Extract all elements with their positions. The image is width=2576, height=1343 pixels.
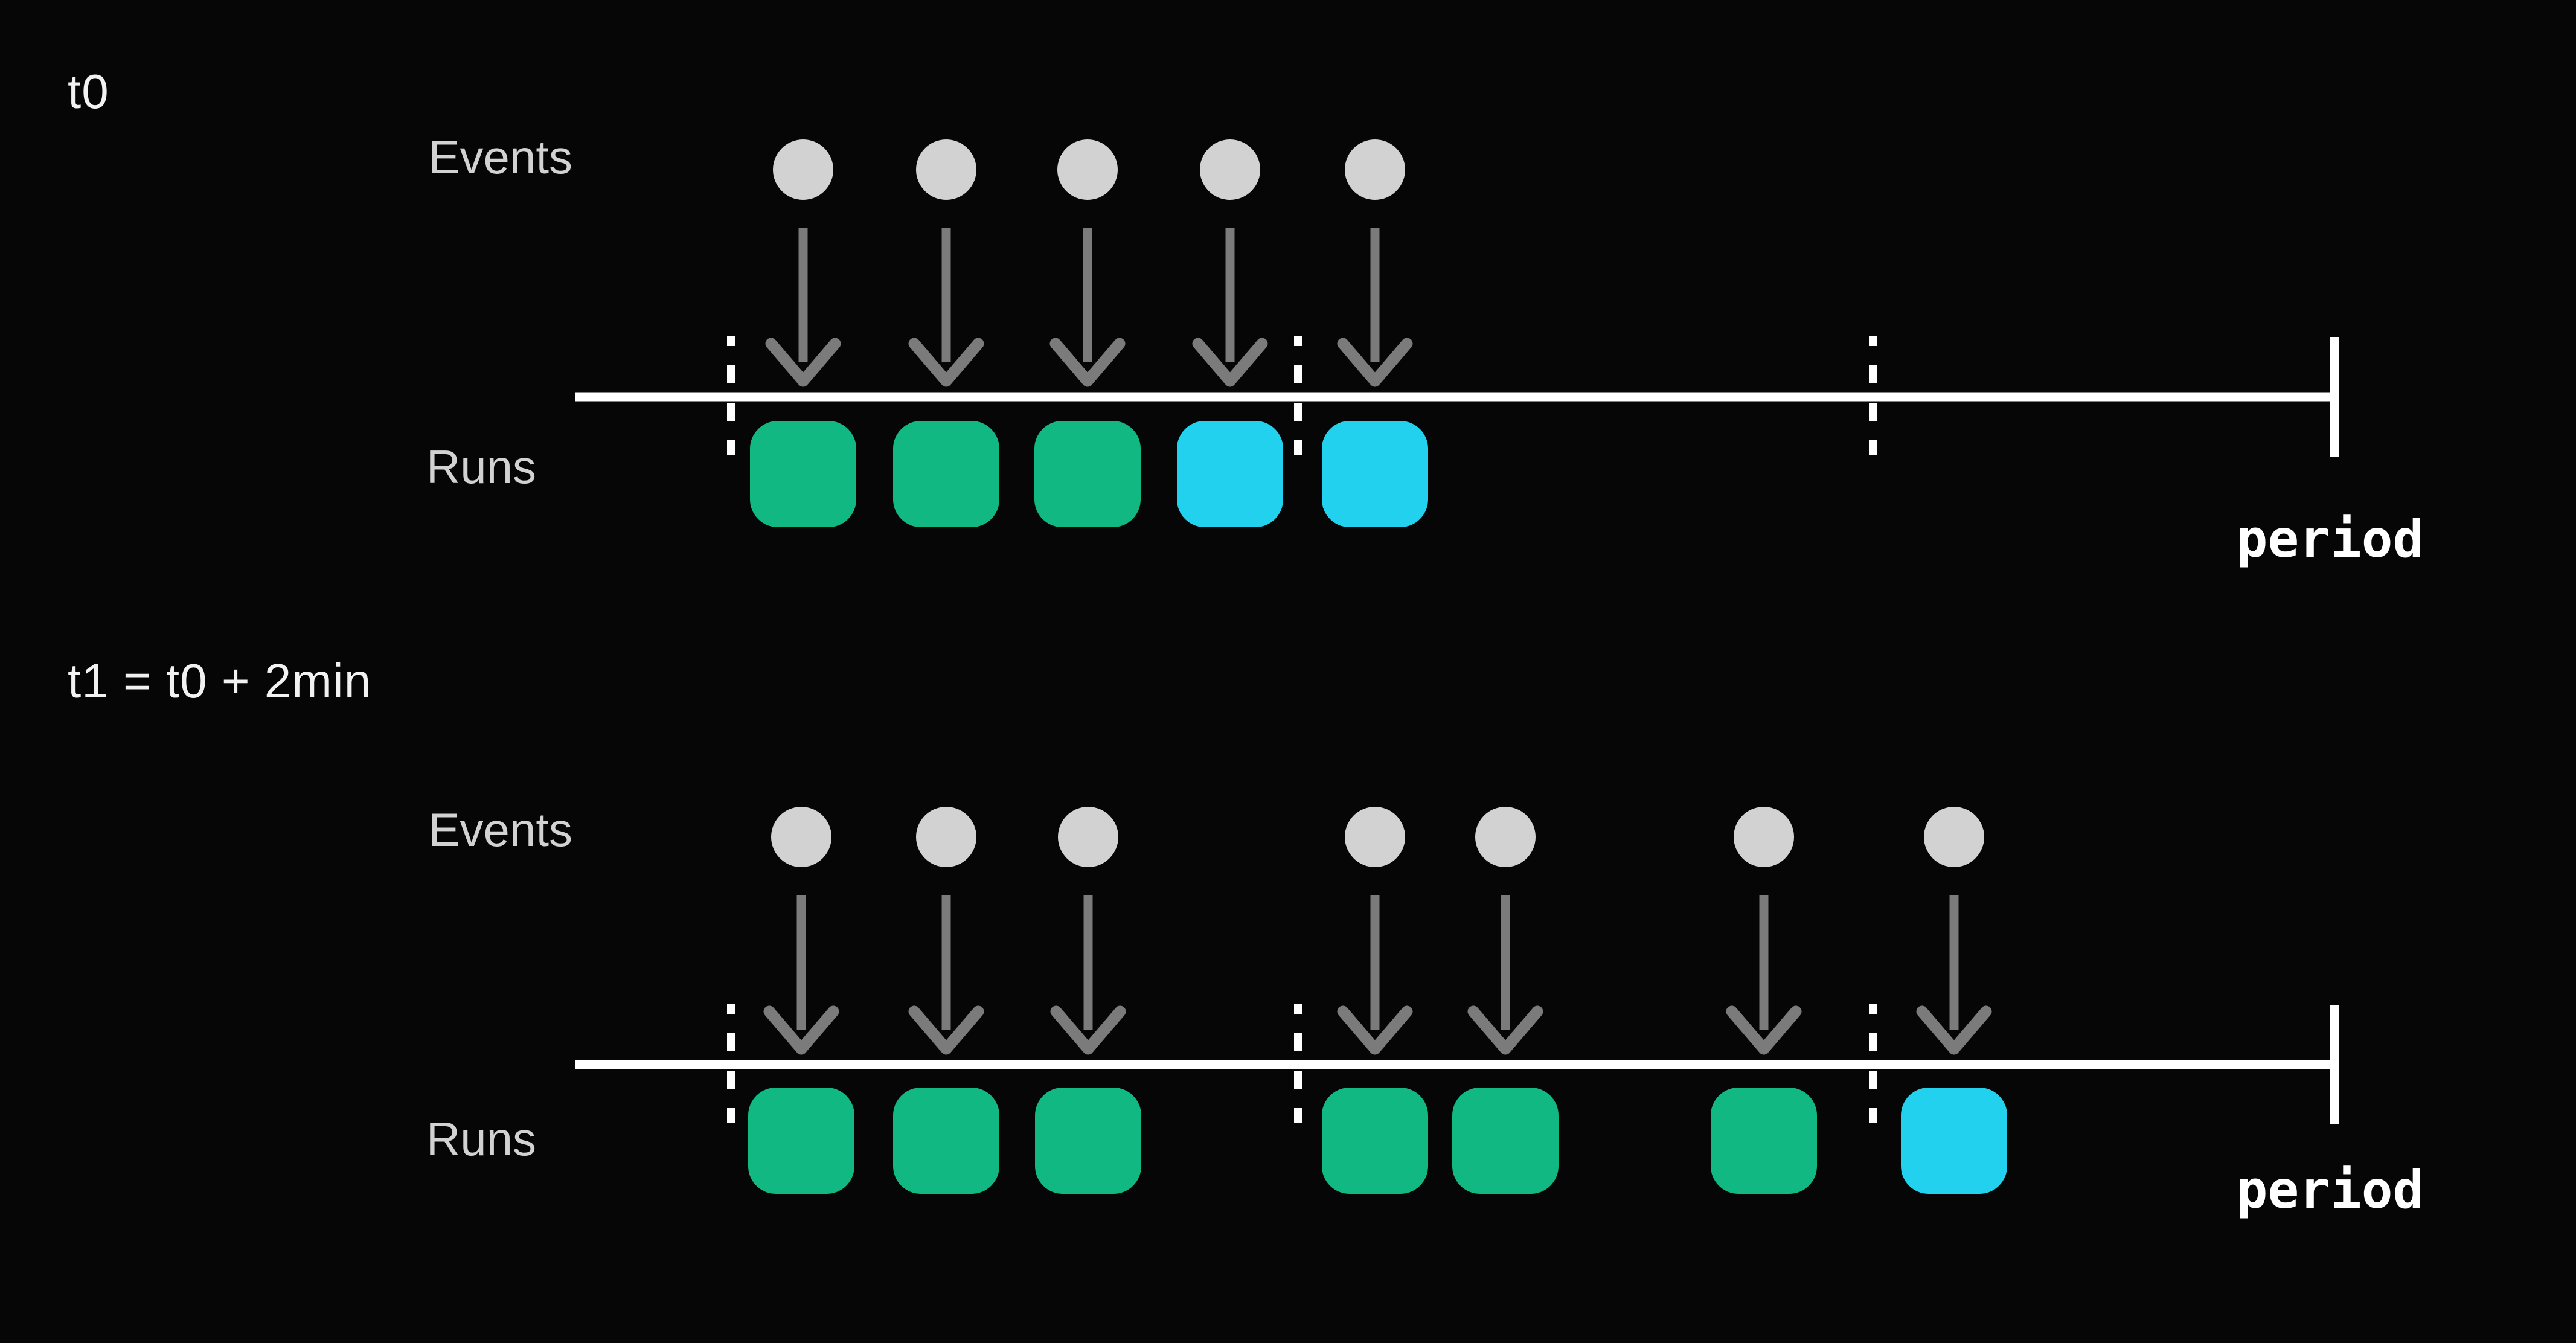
event-arrow xyxy=(908,895,984,1055)
section-title: t0 xyxy=(68,65,109,118)
timeline-section xyxy=(575,807,2339,1194)
event-arrow xyxy=(1467,895,1543,1055)
runs-row-label: Runs xyxy=(426,1112,536,1165)
run-box xyxy=(1322,421,1428,527)
run-box xyxy=(1322,1088,1428,1194)
event-arrow xyxy=(1337,895,1413,1055)
run-box xyxy=(893,1088,999,1194)
event-arrow xyxy=(908,228,984,387)
events-row-label: Events xyxy=(428,130,572,184)
event-dot xyxy=(1200,139,1260,200)
event-dot xyxy=(771,807,831,867)
period-label: period xyxy=(2236,1160,2424,1220)
event-arrow xyxy=(1916,895,1992,1055)
event-arrow xyxy=(1050,895,1126,1055)
event-arrow xyxy=(765,228,841,387)
section-title: t1 = t0 + 2min xyxy=(68,654,372,708)
event-arrow xyxy=(1726,895,1802,1055)
event-dot xyxy=(773,139,833,200)
event-dot xyxy=(1058,807,1118,867)
run-box xyxy=(1711,1088,1817,1194)
event-arrow xyxy=(1337,228,1413,387)
event-dot xyxy=(1924,807,1984,867)
run-box xyxy=(1452,1088,1559,1194)
event-arrow xyxy=(1049,228,1126,387)
run-box xyxy=(1177,421,1283,527)
events-row-label: Events xyxy=(428,803,572,856)
run-box xyxy=(1035,1088,1141,1194)
event-dot xyxy=(1345,807,1405,867)
event-dot xyxy=(916,807,976,867)
run-box xyxy=(748,1088,854,1194)
run-box xyxy=(1034,421,1141,527)
event-dot xyxy=(1345,139,1405,200)
run-box xyxy=(750,421,856,527)
event-dot xyxy=(1734,807,1794,867)
event-arrow xyxy=(1192,228,1268,387)
event-arrow xyxy=(763,895,839,1055)
runs-row-label: Runs xyxy=(426,440,536,493)
event-dot xyxy=(1057,139,1118,200)
run-box xyxy=(1901,1088,2007,1194)
event-dot xyxy=(916,139,976,200)
event-dot xyxy=(1475,807,1536,867)
run-box xyxy=(893,421,999,527)
period-label: period xyxy=(2236,509,2424,569)
timeline-section xyxy=(575,139,2339,527)
